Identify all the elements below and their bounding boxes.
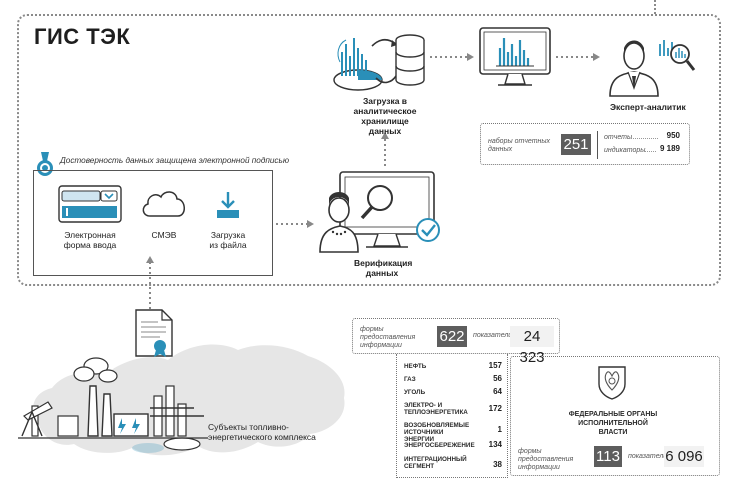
arrow-to-input-frame (146, 256, 154, 314)
sector-row: ЭЛЕКТРО- И ТЕПЛОЭНЕРГЕТИКА 172 (404, 399, 502, 419)
file-upload-label: Загрузка из файла (209, 230, 247, 250)
arrow-to-warehouse (381, 132, 389, 166)
arrow-to-analyst (556, 53, 600, 61)
arrow-to-monitor (430, 53, 474, 61)
analytics-box (480, 123, 690, 165)
subjects-forms-count: 622 (437, 326, 467, 347)
subjects-indicators-label: показатели (473, 332, 513, 339)
file-upload-icon (217, 192, 239, 218)
sector-row: ИНТЕГРАЦИОННЫЙ СЕГМЕНТ 38 (404, 453, 502, 473)
sector-value: 134 (488, 440, 502, 449)
sector-row: ВОЗОБНОВЛЯЕМЫЕ ИСТОЧНИКИ ЭНЕРГИИ 1 (404, 419, 502, 443)
analyst-label: Эксперт-аналитик (610, 102, 686, 112)
verification-label: Верификация данных (354, 258, 413, 278)
sector-value: 38 (493, 460, 502, 469)
electronic-form-label: Электронная форма ввода (63, 230, 117, 250)
sector-name: ГАЗ (404, 376, 416, 383)
indicators-leader (644, 151, 656, 152)
sector-row: УГОЛЬ 64 (404, 386, 502, 399)
subjects-label: Субъекты топливно-энергетического компле… (208, 422, 316, 442)
industry-illustration (18, 357, 208, 453)
arrow-to-verification (276, 220, 314, 228)
sector-name: ЭЛЕКТРО- И ТЕПЛОЭНЕРГЕТИКА (404, 402, 468, 416)
coat-of-arms-icon (598, 366, 626, 400)
sector-row: НЕФТЬ 157 (404, 360, 502, 373)
system-title: ГИС ТЭК (34, 24, 131, 49)
boundary-exit-line (654, 0, 656, 14)
warehouse-label: Загрузка в аналитическое хранилище данны… (353, 96, 417, 136)
sector-name: ЭНЕРГОСБЕРЕЖЕНИЕ (404, 442, 475, 449)
cloud-icon (142, 191, 185, 217)
sector-value: 64 (493, 387, 502, 396)
sector-name: ВОЗОБНОВЛЯЕМЫЕ ИСТОЧНИКИ ЭНЕРГИИ (404, 422, 470, 443)
analyst-icon (609, 40, 696, 97)
sector-value: 157 (488, 361, 502, 370)
electronic-form-icon (58, 185, 122, 223)
federal-label: ФЕДЕРАЛЬНЫЕ ОРГАНЫ ИСПОЛНИТЕЛЬНОЙ ВЛАСТИ (568, 411, 658, 436)
sector-value: 56 (493, 374, 502, 383)
datasets-count: 251 (561, 134, 591, 155)
federal-forms-count: 113 (594, 446, 622, 467)
smev-label: СМЭВ (151, 230, 177, 240)
monitor-chart-icon (479, 27, 551, 86)
certificate-icon (135, 309, 173, 357)
sector-name: УГОЛЬ (404, 389, 426, 396)
federal-box (510, 356, 720, 476)
reports-label: отчеты (604, 134, 633, 141)
sector-name: ИНТЕГРАЦИОННЫЙ СЕГМЕНТ (404, 456, 467, 470)
subjects-indicators-count: 24 323 (510, 326, 554, 366)
sector-list-frame (396, 354, 508, 478)
federal-indicators-count: 6 096 (664, 446, 704, 467)
gis-tek-boundary (17, 14, 721, 286)
sector-list: НЕФТЬ 157 ГАЗ 56 УГОЛЬ 64 ЭЛЕКТРО- И ТЕП… (404, 360, 502, 473)
indicators-value: 9 189 (659, 144, 680, 153)
verification-icon (319, 171, 440, 253)
federal-forms-label: формы предоставления информации (518, 448, 574, 471)
datasets-divider (597, 131, 598, 159)
federal-indicators-label: показатели (628, 453, 668, 460)
signature-note: Достоверность данных защищена электронно… (60, 156, 289, 165)
reports-leader (628, 138, 658, 139)
sector-value: 172 (488, 404, 502, 413)
sector-row: ГАЗ 56 (404, 373, 502, 386)
sector-value: 1 (497, 425, 502, 434)
warehouse-icon (333, 34, 425, 91)
subjects-forms-label: формы предоставления информации (360, 326, 416, 349)
indicators-label: индикаторы (604, 147, 646, 154)
sector-row: ЭНЕРГОСБЕРЕЖЕНИЕ 134 (404, 439, 502, 453)
datasets-label: наборы отчетных данных (488, 138, 551, 153)
reports-value: 950 (666, 131, 680, 140)
subjects-stats-box (352, 318, 560, 354)
sector-name: НЕФТЬ (404, 363, 427, 370)
input-methods-frame (33, 170, 273, 276)
